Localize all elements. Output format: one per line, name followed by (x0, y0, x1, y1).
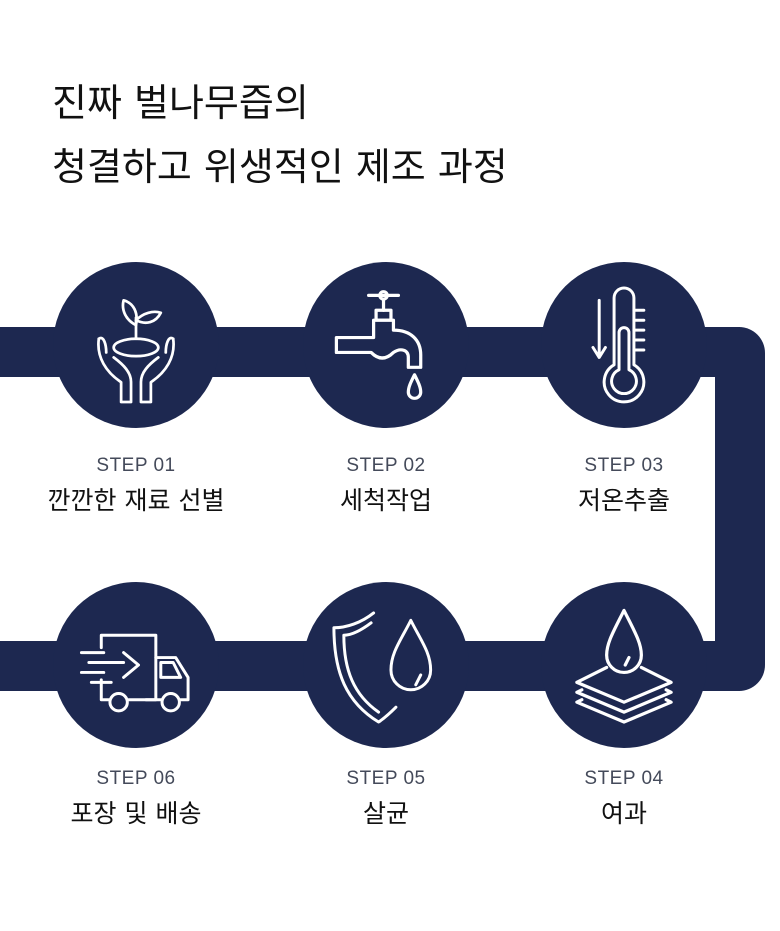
page-title-line2: 청결하고 위생적인 제조 과정 (52, 145, 508, 189)
step-03-label: STEP 03 (584, 455, 664, 476)
step-03-name: 저온추출 (577, 486, 670, 515)
step-06-name: 포장 및 배송 (70, 799, 202, 828)
step-02-circle (303, 262, 469, 428)
step-01-circle (53, 262, 219, 428)
thermometer-icon (591, 286, 646, 404)
step-02-label: STEP 02 (346, 455, 426, 476)
step-06-circle (53, 582, 219, 748)
step-05-label: STEP 05 (346, 768, 426, 789)
step-05-circle (303, 582, 469, 748)
delivery-truck-icon (79, 633, 190, 713)
step-02-name: 세척작업 (339, 486, 432, 515)
hands-sprout-icon (97, 298, 175, 404)
step-04-name: 여과 (600, 799, 647, 828)
shield-drop-icon (332, 611, 433, 724)
step-01-label: STEP 01 (96, 455, 176, 476)
page-title-line1: 진짜 벌나무즙의 (52, 81, 309, 125)
step-04-circle (541, 582, 707, 748)
water-faucet-icon (334, 290, 423, 400)
step-05-name: 살균 (362, 799, 409, 828)
step-01-name: 깐깐한 재료 선별 (47, 486, 225, 515)
path-right-bar (715, 327, 765, 691)
step-06-label: STEP 06 (96, 768, 176, 789)
step-03-circle (541, 262, 707, 428)
step-04-label: STEP 04 (584, 768, 664, 789)
filter-layers-drop-icon (575, 608, 673, 724)
